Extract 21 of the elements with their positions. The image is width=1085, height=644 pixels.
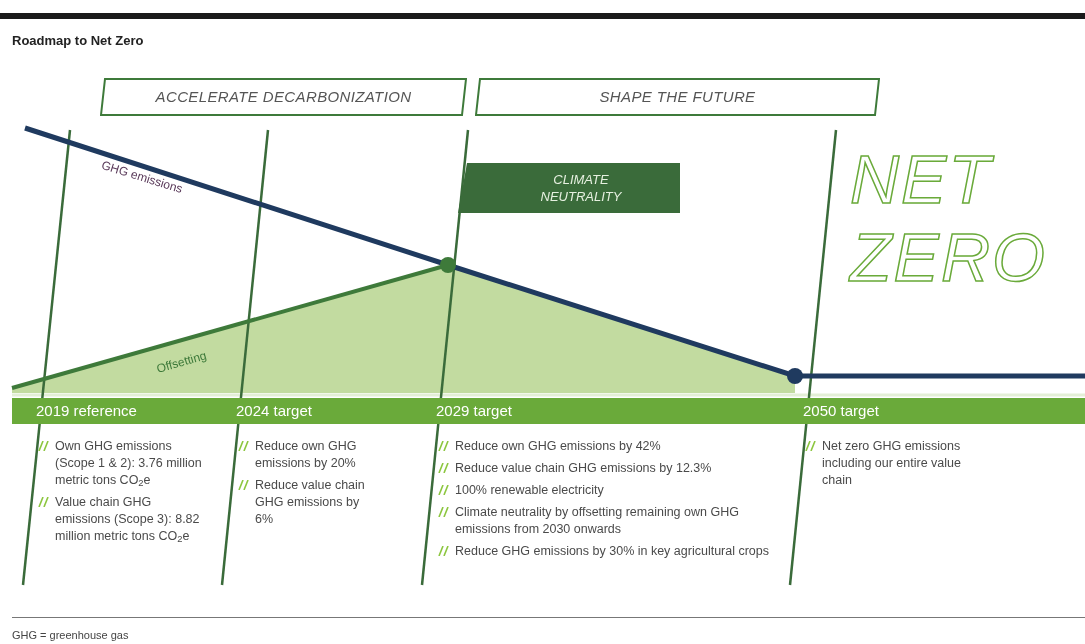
phase-title: SHAPE THE FUTURE: [599, 86, 756, 107]
target-text: Reduce value chain GHG emissions by 12.3%: [455, 460, 713, 477]
footnote: GHG = greenhouse gas: [12, 628, 129, 643]
milestone-heading: 2050 target: [803, 400, 879, 421]
target-text: 100% renewable electricity: [455, 482, 605, 499]
net-zero-text: NET ZERO: [850, 140, 1048, 296]
target-text: Value chain GHG emissions (Scope 3): 8.82 million metric tons CO$_{2}$e: [55, 494, 201, 545]
target-text: Reduce own GHG emissions by 20%: [255, 438, 358, 472]
target-text: Reduce value chain GHG emissions by 6%: [255, 477, 366, 528]
target-text: Own GHG emissions (Scope 1 & 2): 3.76 million metric tons CO$_{2}$e: [55, 438, 203, 489]
target-text: Reduce GHG emissions by 30% in key agricultural crops: [455, 543, 771, 560]
diagram-title: Roadmap to Net Zero: [12, 32, 144, 50]
target-text: Reduce own GHG emissions by 42%: [455, 438, 662, 455]
milestone-heading: 2019 reference: [36, 400, 137, 421]
phase-title: ACCELERATE DECARBONIZATION: [155, 86, 412, 107]
line-label: Offsetting: [154, 347, 209, 378]
milestone-heading: 2029 target: [436, 400, 512, 421]
milestone-heading: 2024 target: [236, 400, 312, 421]
target-text: Net zero GHG emissions including our entire value chain: [822, 438, 962, 489]
milestone-title: CLIMATE NEUTRALITY: [539, 171, 623, 205]
target-text: Climate neutrality by offsetting remaining own GHG emissions from 2030 onwards: [455, 504, 740, 538]
